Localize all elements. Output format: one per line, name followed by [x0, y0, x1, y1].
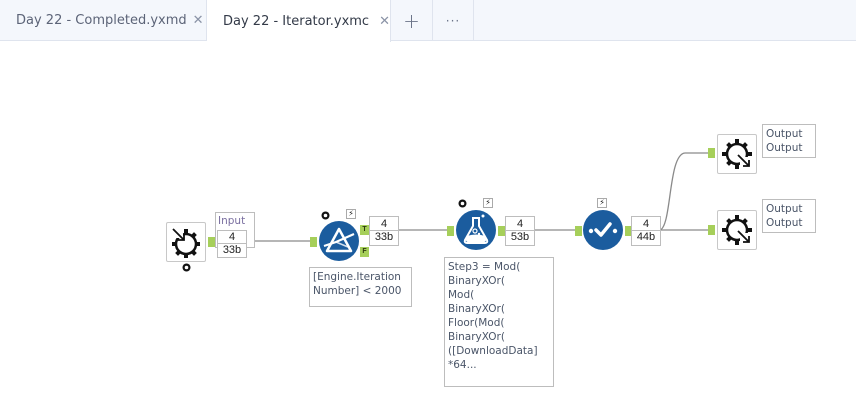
close-icon[interactable]: ✕	[379, 13, 390, 29]
tab-label: Day 22 - Iterator.yxmc	[223, 13, 370, 29]
more-icon: ···	[445, 13, 461, 28]
formula-icon	[456, 210, 496, 250]
data-size: 33b	[218, 243, 246, 256]
macro-output-tool-2[interactable]	[717, 210, 757, 250]
output-anchor[interactable]	[498, 226, 505, 236]
macro-output-tool-1[interactable]	[717, 134, 757, 174]
plus-icon: +	[403, 8, 420, 33]
tab-bar: Day 22 - Completed.yxmd ✕ Day 22 - Itera…	[0, 0, 856, 42]
output-anchor[interactable]	[625, 226, 632, 236]
output-annotation-2: Output Output	[762, 199, 816, 233]
input-anchor[interactable]	[447, 226, 454, 236]
data-size: 33b	[370, 230, 398, 243]
macro-input-icon	[171, 226, 200, 258]
formula-tool[interactable]	[455, 209, 497, 251]
false-anchor[interactable]: F	[360, 247, 369, 257]
select-tool[interactable]	[582, 209, 624, 251]
input-anchor[interactable]	[310, 237, 317, 247]
flash-icon: ⚡	[346, 209, 356, 219]
tab-day22-iterator[interactable]: Day 22 - Iterator.yxmc ✕	[207, 0, 391, 42]
record-count-badge: 4 44b	[631, 216, 661, 246]
record-count: 4	[228, 231, 236, 243]
record-count-badge: 4 33b	[369, 216, 399, 246]
record-count-badge: 4 53b	[505, 216, 535, 246]
record-count: 4	[642, 218, 650, 230]
iteration-icon	[321, 211, 330, 220]
iteration-icon	[182, 263, 191, 272]
input-anchor[interactable]	[708, 225, 715, 235]
flash-icon: ⚡	[483, 198, 493, 208]
filter-tool[interactable]	[318, 220, 360, 262]
tab-label: Day 22 - Completed.yxmd	[16, 13, 187, 28]
filter-icon	[319, 221, 359, 261]
connector-select-output1	[659, 152, 708, 231]
more-tabs-button[interactable]: ···	[433, 0, 474, 41]
true-anchor[interactable]: T	[360, 225, 369, 235]
input-anchor[interactable]	[575, 226, 582, 236]
new-tab-button[interactable]: +	[391, 0, 433, 41]
data-size: 53b	[506, 230, 534, 243]
select-icon	[583, 210, 623, 250]
record-count: 4	[380, 218, 388, 230]
filter-annotation: [Engine.Iteration Number] < 2000	[309, 267, 412, 307]
input-anchor[interactable]	[708, 148, 715, 158]
connectors	[246, 152, 708, 242]
output-annotation-1: Output Output	[762, 124, 816, 158]
output-anchor[interactable]	[208, 237, 215, 247]
tab-day22-completed[interactable]: Day 22 - Completed.yxmd ✕	[0, 0, 207, 41]
flash-icon: ⚡	[597, 198, 607, 208]
iteration-icon	[458, 199, 467, 208]
close-icon[interactable]: ✕	[192, 13, 204, 28]
data-size: 44b	[632, 230, 660, 243]
workflow-canvas[interactable]: Input 4 33b ⚡ T F 4 33b [Engine.Iteratio…	[0, 42, 856, 411]
record-count: 4	[516, 218, 524, 230]
formula-annotation: Step3 = Mod( BinaryXOr( Mod( BinaryXOr( …	[444, 257, 554, 387]
macro-output-icon	[722, 215, 753, 246]
macro-output-icon	[722, 139, 753, 170]
record-count-badge: 4 33b	[217, 230, 247, 258]
macro-input-tool[interactable]	[166, 222, 206, 262]
